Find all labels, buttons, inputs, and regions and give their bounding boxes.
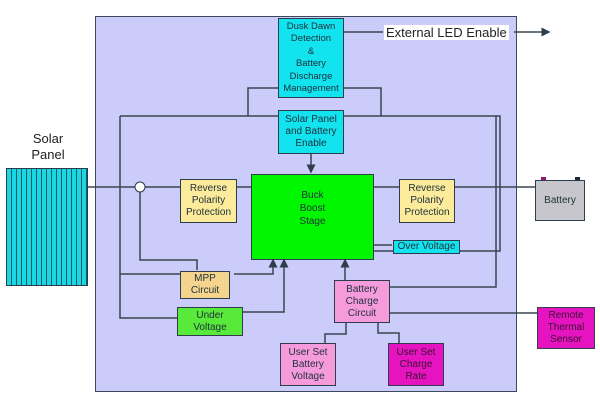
mpp-circuit-label: MPP Circuit bbox=[190, 273, 220, 296]
battery-block: Battery bbox=[535, 180, 585, 221]
under-voltage-block: Under Voltage bbox=[177, 307, 243, 336]
over-voltage-label: Over Voltage bbox=[397, 241, 456, 252]
under-voltage-label: Under Voltage bbox=[193, 309, 227, 333]
wire-dusk-bus-right bbox=[344, 87, 382, 116]
dusk-dawn-block: Dusk Dawn Detection & Battery Discharge … bbox=[278, 18, 344, 98]
junction-node bbox=[134, 181, 146, 193]
user-set-battery-voltage-label: User Set Battery Voltage bbox=[288, 346, 328, 382]
buck-boost-label: Buck Boost Stage bbox=[299, 190, 326, 227]
solar-battery-enable-label: Solar Panel and Battery Enable bbox=[285, 114, 337, 149]
user-set-charge-rate-label: User Set Charge Rate bbox=[396, 346, 436, 382]
dusk-dawn-label: Dusk Dawn Detection & Battery Discharge … bbox=[283, 20, 339, 95]
solar-panel-icon bbox=[6, 168, 88, 286]
battery-charge-circuit-label: Battery Charge Circuit bbox=[345, 283, 379, 319]
reverse-polarity-left-block: Reverse Polarity Protection bbox=[180, 179, 237, 223]
battery-terminal-negative bbox=[575, 177, 580, 180]
wire-mpp-buck bbox=[234, 258, 278, 275]
battery-charge-circuit-block: Battery Charge Circuit bbox=[334, 280, 390, 323]
reverse-polarity-right-block: Reverse Polarity Protection bbox=[399, 179, 455, 223]
over-voltage-block: Over Voltage bbox=[393, 240, 460, 254]
remote-thermal-sensor-label: Remote Thermal Sensor bbox=[547, 310, 585, 345]
wire-dusk-bus-left bbox=[247, 87, 278, 116]
reverse-polarity-right-label: Reverse Polarity Protection bbox=[404, 183, 450, 218]
wire-right-charge bbox=[389, 116, 497, 288]
battery-terminal-positive bbox=[541, 177, 546, 180]
wire-uv-buck bbox=[242, 258, 289, 313]
wire-charge-userrate bbox=[377, 323, 400, 343]
wire-charge-uservolt bbox=[324, 323, 347, 343]
remote-thermal-sensor-block: Remote Thermal Sensor bbox=[537, 307, 595, 349]
mpp-circuit-block: MPP Circuit bbox=[180, 271, 230, 299]
solar-battery-enable-block: Solar Panel and Battery Enable bbox=[278, 110, 344, 154]
reverse-polarity-left-label: Reverse Polarity Protection bbox=[185, 183, 232, 218]
battery-label: Battery bbox=[544, 194, 576, 206]
solar-panel-label: Solar Panel bbox=[31, 131, 65, 162]
wire-circle-mpp bbox=[139, 192, 198, 270]
external-led-label: External LED Enable bbox=[384, 25, 509, 40]
buck-boost-block: Buck Boost Stage bbox=[251, 174, 374, 260]
wire-left-bus bbox=[119, 116, 177, 319]
user-set-charge-rate-block: User Set Charge Rate bbox=[388, 343, 444, 386]
user-set-battery-voltage-block: User Set Battery Voltage bbox=[280, 343, 336, 386]
